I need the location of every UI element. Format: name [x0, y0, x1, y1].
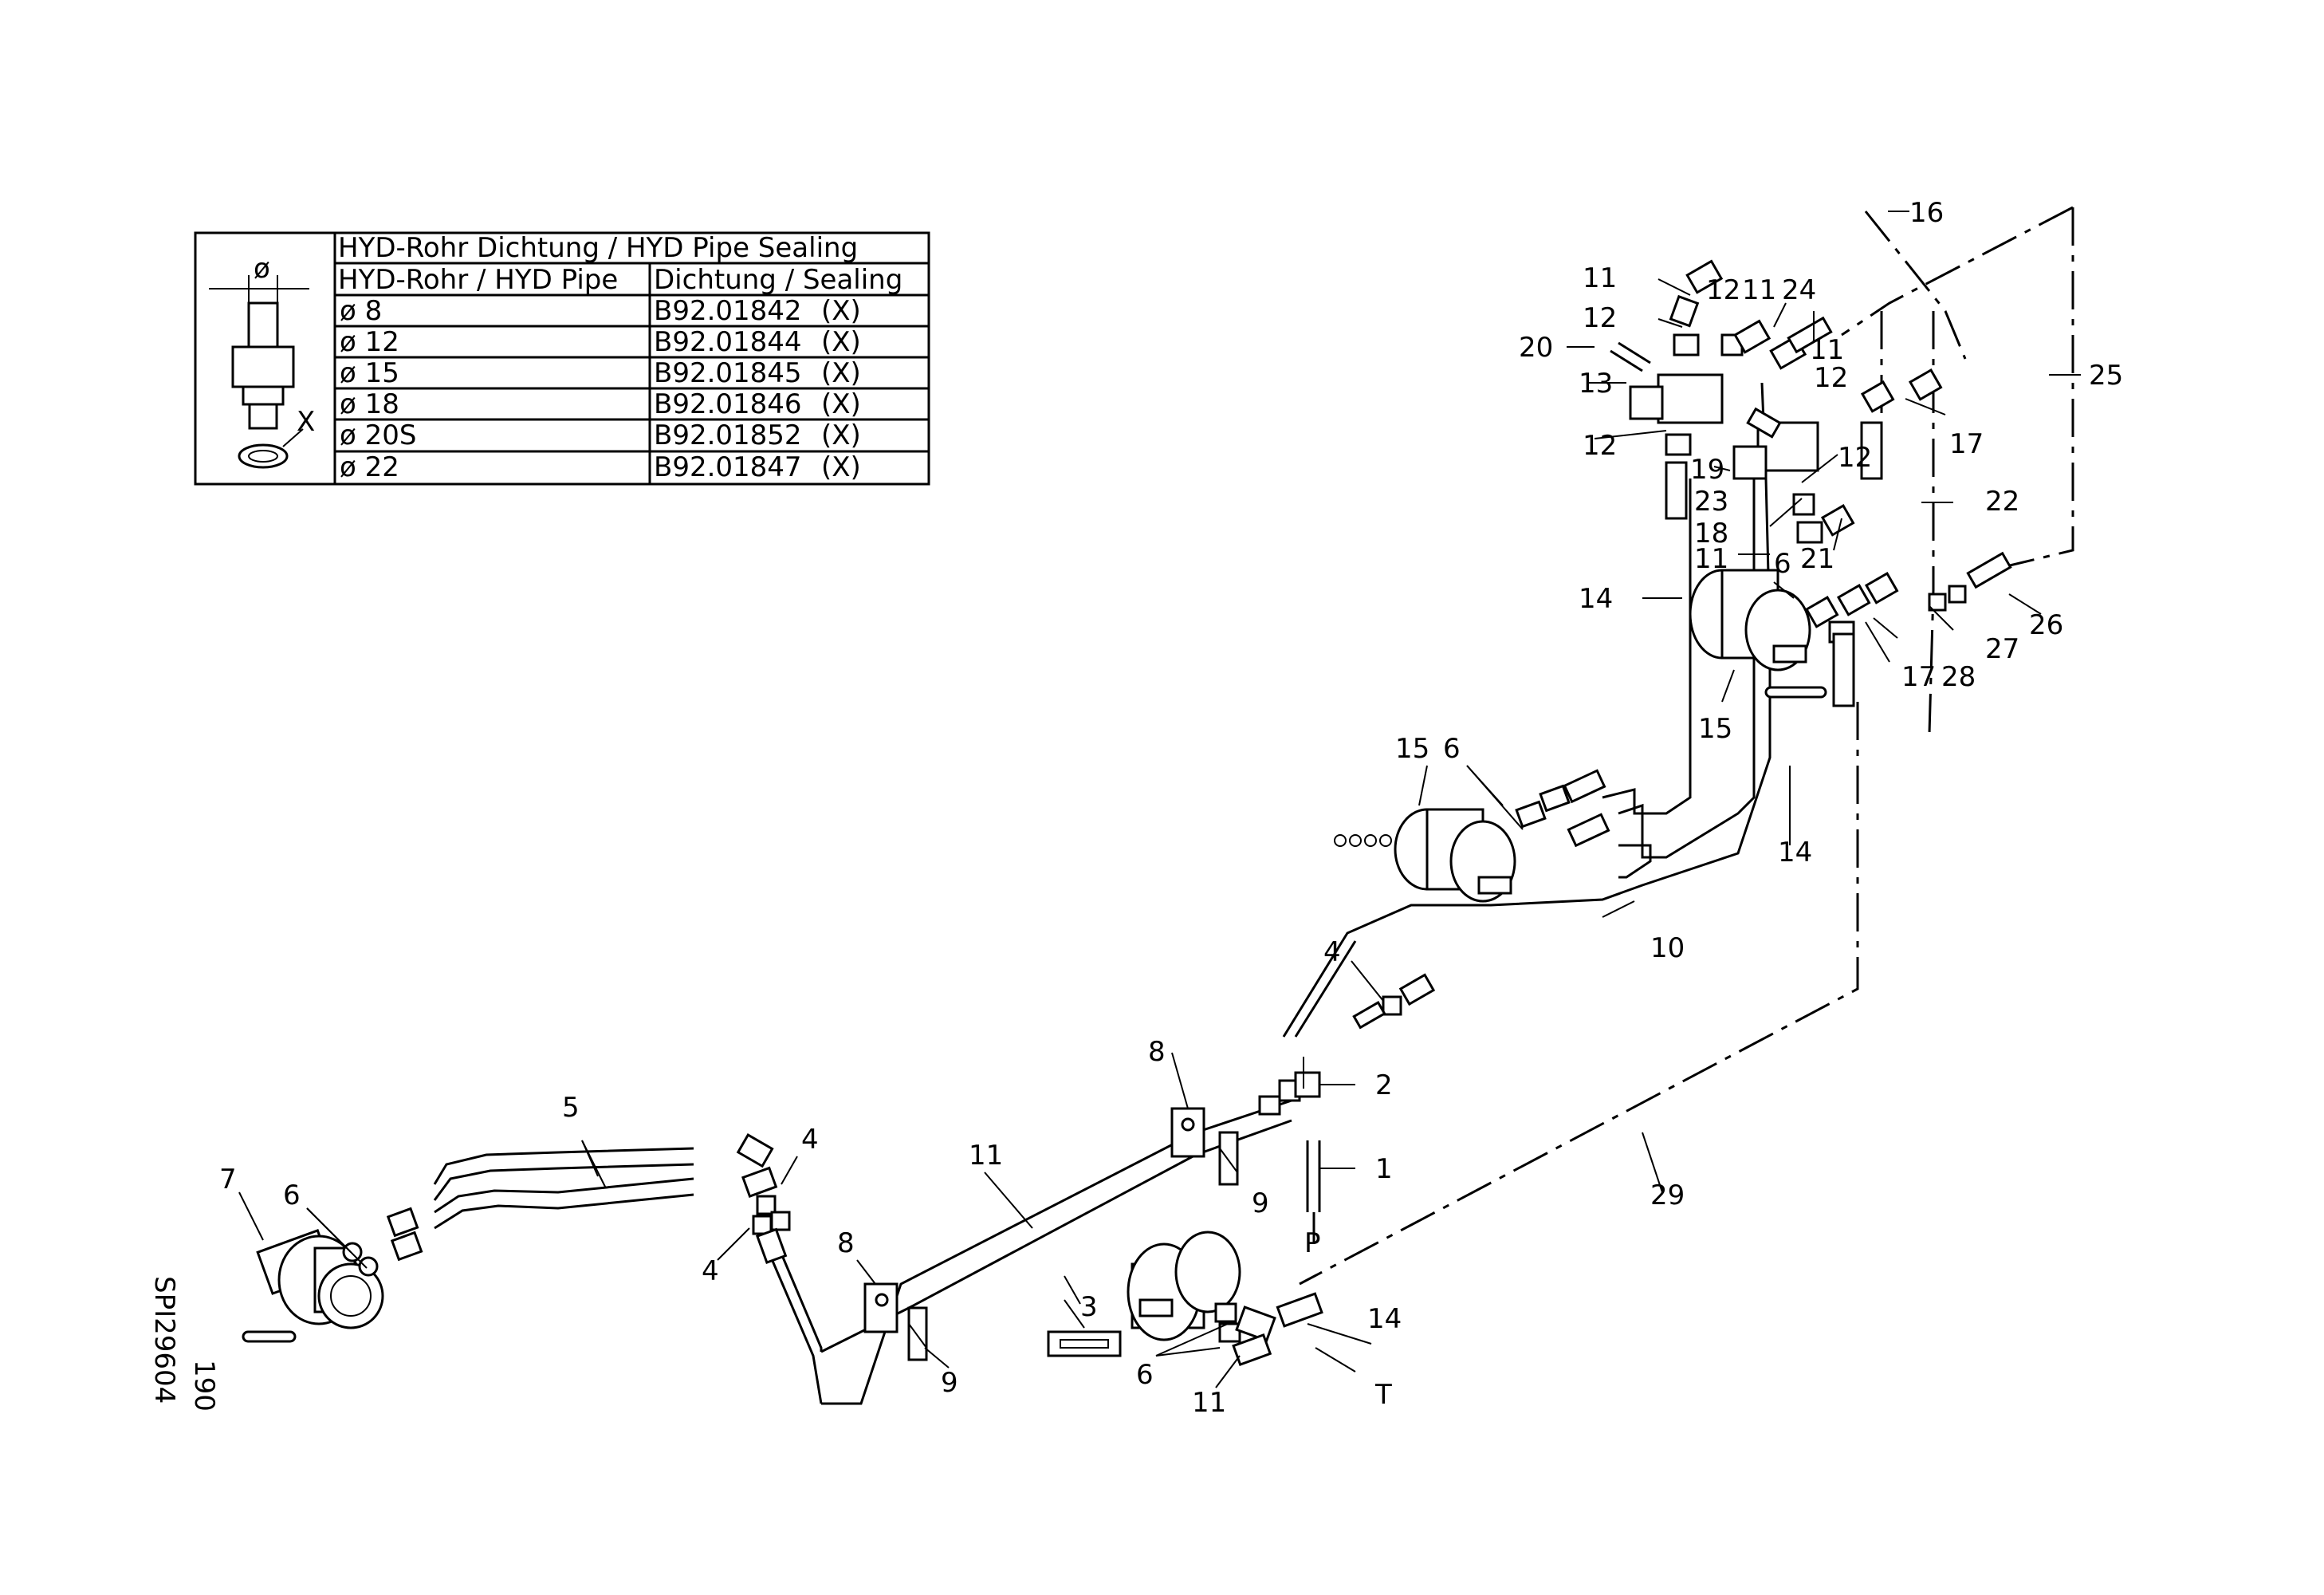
- leader-lines: [238, 211, 2081, 1388]
- callout-label: 18: [1694, 518, 1728, 549]
- hydraulic-motor-7: [256, 1229, 384, 1329]
- callout-label: 28: [1941, 661, 1976, 693]
- table-row-pipe: ø 20S: [340, 419, 416, 451]
- callout-label: 9: [941, 1367, 958, 1399]
- table-row-pipe: ø 8: [340, 295, 382, 327]
- callout-label: 12: [1583, 302, 1617, 334]
- table-row-pipe: ø 22: [340, 451, 399, 483]
- callout-label: 14: [1367, 1303, 1402, 1335]
- hydraulic-motor-bottom: [1127, 1231, 1241, 1341]
- table-row-seal: B92.01844: [654, 326, 802, 358]
- callout-label: 20: [1519, 332, 1553, 364]
- callout-label: 6: [1443, 733, 1461, 765]
- callout-label: 11: [1694, 543, 1728, 575]
- callout-label: 12: [1706, 274, 1740, 306]
- callout-label: 14: [1579, 583, 1613, 615]
- o-ring-set: [1334, 834, 1392, 847]
- callout-label: 23: [1694, 486, 1728, 518]
- callout-label: T: [1374, 1379, 1392, 1411]
- callout-label: 11: [1742, 274, 1776, 306]
- table-row-seal: B92.01846: [654, 388, 802, 420]
- callout-labels: 16 11 12 11 24 12 20 13 11 12 25 17 12 1…: [219, 197, 2123, 1419]
- table-row-note: (X): [821, 451, 861, 483]
- table-row-seal: B92.01852: [654, 419, 802, 451]
- callout-label: 25: [2089, 360, 2123, 392]
- callout-label: 26: [2029, 609, 2063, 641]
- callout-label: 21: [1800, 543, 1834, 575]
- callout-label: 14: [1778, 837, 1812, 868]
- callout-label: 12: [1583, 430, 1617, 462]
- fittings: [386, 259, 2012, 1366]
- hydraulic-motor-15-upper: [1689, 569, 1827, 699]
- callout-label: 12: [1838, 442, 1872, 474]
- page-number: 190: [188, 1360, 220, 1412]
- clamp-block-8: [863, 1107, 1205, 1333]
- drawing-id: SPI29604: [148, 1276, 180, 1404]
- callout-label: 27: [1985, 633, 2019, 665]
- pipe-fitting-illustration: ø X: [209, 253, 315, 469]
- sealing-ring-label: X: [297, 406, 315, 438]
- plate-9: [907, 1131, 1239, 1361]
- table-row-pipe: ø 12: [340, 326, 399, 358]
- table-row-note: (X): [821, 357, 861, 389]
- table-title: HYD-Rohr Dichtung / HYD Pipe Sealing: [338, 232, 858, 264]
- diameter-symbol: ø: [254, 253, 270, 285]
- hydraulic-motor-15-middle: [1394, 808, 1516, 903]
- callout-label: 8: [1148, 1036, 1166, 1068]
- callout-label: 15: [1698, 713, 1732, 745]
- callout-label: 4: [702, 1255, 719, 1287]
- callout-label: 7: [219, 1164, 237, 1195]
- table-header-sealing: Dichtung / Sealing: [654, 264, 902, 296]
- callout-label: 13: [1579, 368, 1613, 400]
- callout-label: 4: [801, 1124, 819, 1156]
- table-row-seal: B92.01842: [654, 295, 802, 327]
- key-part: [242, 1330, 297, 1343]
- callout-label: 17: [1949, 428, 1984, 460]
- callout-label: 19: [1690, 454, 1724, 486]
- callout-label: 11: [1583, 262, 1617, 294]
- callout-label: 11: [969, 1140, 1003, 1172]
- callout-label: 6: [1774, 548, 1791, 580]
- table-row-note: (X): [821, 295, 861, 327]
- callout-label: 22: [1985, 486, 2019, 518]
- callout-label: 4: [1323, 936, 1341, 968]
- callout-label: 3: [1080, 1291, 1098, 1323]
- table-row-note: (X): [821, 419, 861, 451]
- table-row-pipe: ø 15: [340, 357, 399, 389]
- sealing-table: HYD-Rohr Dichtung / HYD Pipe Sealing HYD…: [194, 231, 930, 486]
- callout-label: 6: [283, 1180, 301, 1211]
- callout-label: 11: [1810, 334, 1844, 366]
- callout-label: 29: [1650, 1180, 1685, 1211]
- callout-label: 2: [1375, 1069, 1393, 1101]
- callout-label: 8: [837, 1227, 855, 1259]
- table-row-note: (X): [821, 388, 861, 420]
- callout-label: 15: [1395, 733, 1429, 765]
- table-header-pipe: HYD-Rohr / HYD Pipe: [338, 264, 618, 296]
- table-row-note: (X): [821, 326, 861, 358]
- callout-label: 6: [1136, 1359, 1154, 1391]
- callout-label: 1: [1375, 1153, 1393, 1185]
- callout-label: 17: [1901, 661, 1936, 693]
- table-row-pipe: ø 18: [340, 388, 399, 420]
- callout-label: 11: [1192, 1387, 1226, 1419]
- callout-label: 5: [562, 1092, 580, 1124]
- callout-label: 9: [1252, 1187, 1269, 1219]
- table-row-seal: B92.01845: [654, 357, 802, 389]
- plate-3: [1047, 1330, 1122, 1357]
- callout-label: P: [1304, 1227, 1321, 1259]
- callout-label: 24: [1782, 274, 1816, 306]
- callout-label: 12: [1814, 362, 1848, 394]
- components: [242, 259, 2012, 1366]
- callout-label: 16: [1909, 197, 1944, 229]
- table-row-seal: B92.01847: [654, 451, 802, 483]
- callout-label: 10: [1650, 932, 1685, 964]
